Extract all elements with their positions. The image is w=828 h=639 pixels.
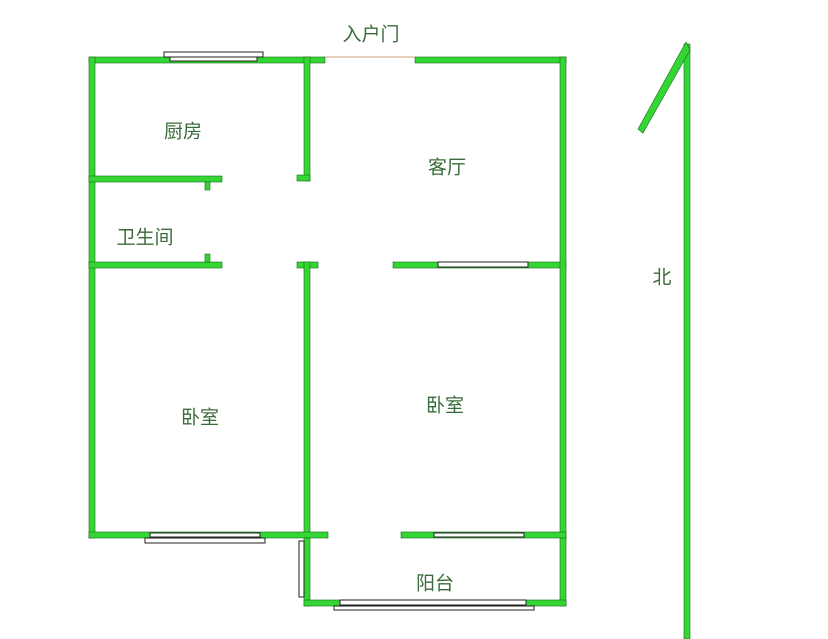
- north-arrow-shaft: [683, 43, 691, 639]
- label-bedroom-right: 卧室: [425, 394, 465, 417]
- wall-top-right: [414, 56, 567, 64]
- label-balcony: 阳台: [415, 572, 455, 595]
- label-entrance-door: 入户门: [342, 23, 400, 46]
- wall-left: [88, 56, 96, 539]
- wall-kitchen-right: [303, 56, 311, 182]
- window-living-bedroom: [437, 261, 529, 268]
- wall-bath-door-stub-bottom: [204, 253, 211, 263]
- label-bathroom: 卫生间: [116, 226, 174, 249]
- wall-bath-bedroom: [88, 261, 223, 269]
- window-kitchen: [163, 51, 264, 58]
- wall-bath-door-stub-top: [204, 181, 211, 191]
- wall-balcony-left: [303, 537, 311, 607]
- window-balcony-bottom: [333, 605, 535, 611]
- wall-kitchen-stub: [296, 174, 311, 182]
- wall-center: [303, 261, 311, 539]
- window-kitchen-pane: [169, 56, 258, 62]
- window-bedroom-left: [144, 537, 266, 544]
- window-balcony-left: [298, 540, 305, 598]
- window-balcony-bottom-pane: [339, 599, 527, 606]
- north-arrow-head: [637, 41, 691, 134]
- wall-right: [559, 56, 567, 607]
- label-kitchen: 厨房: [163, 120, 203, 143]
- label-north: 北: [652, 266, 672, 289]
- label-bedroom-left: 卧室: [180, 406, 220, 429]
- wall-kitchen-bath: [88, 175, 223, 183]
- window-bedroom-right: [433, 532, 525, 538]
- label-living-room: 客厅: [427, 156, 467, 179]
- window-bedroom-left-pane: [149, 532, 261, 538]
